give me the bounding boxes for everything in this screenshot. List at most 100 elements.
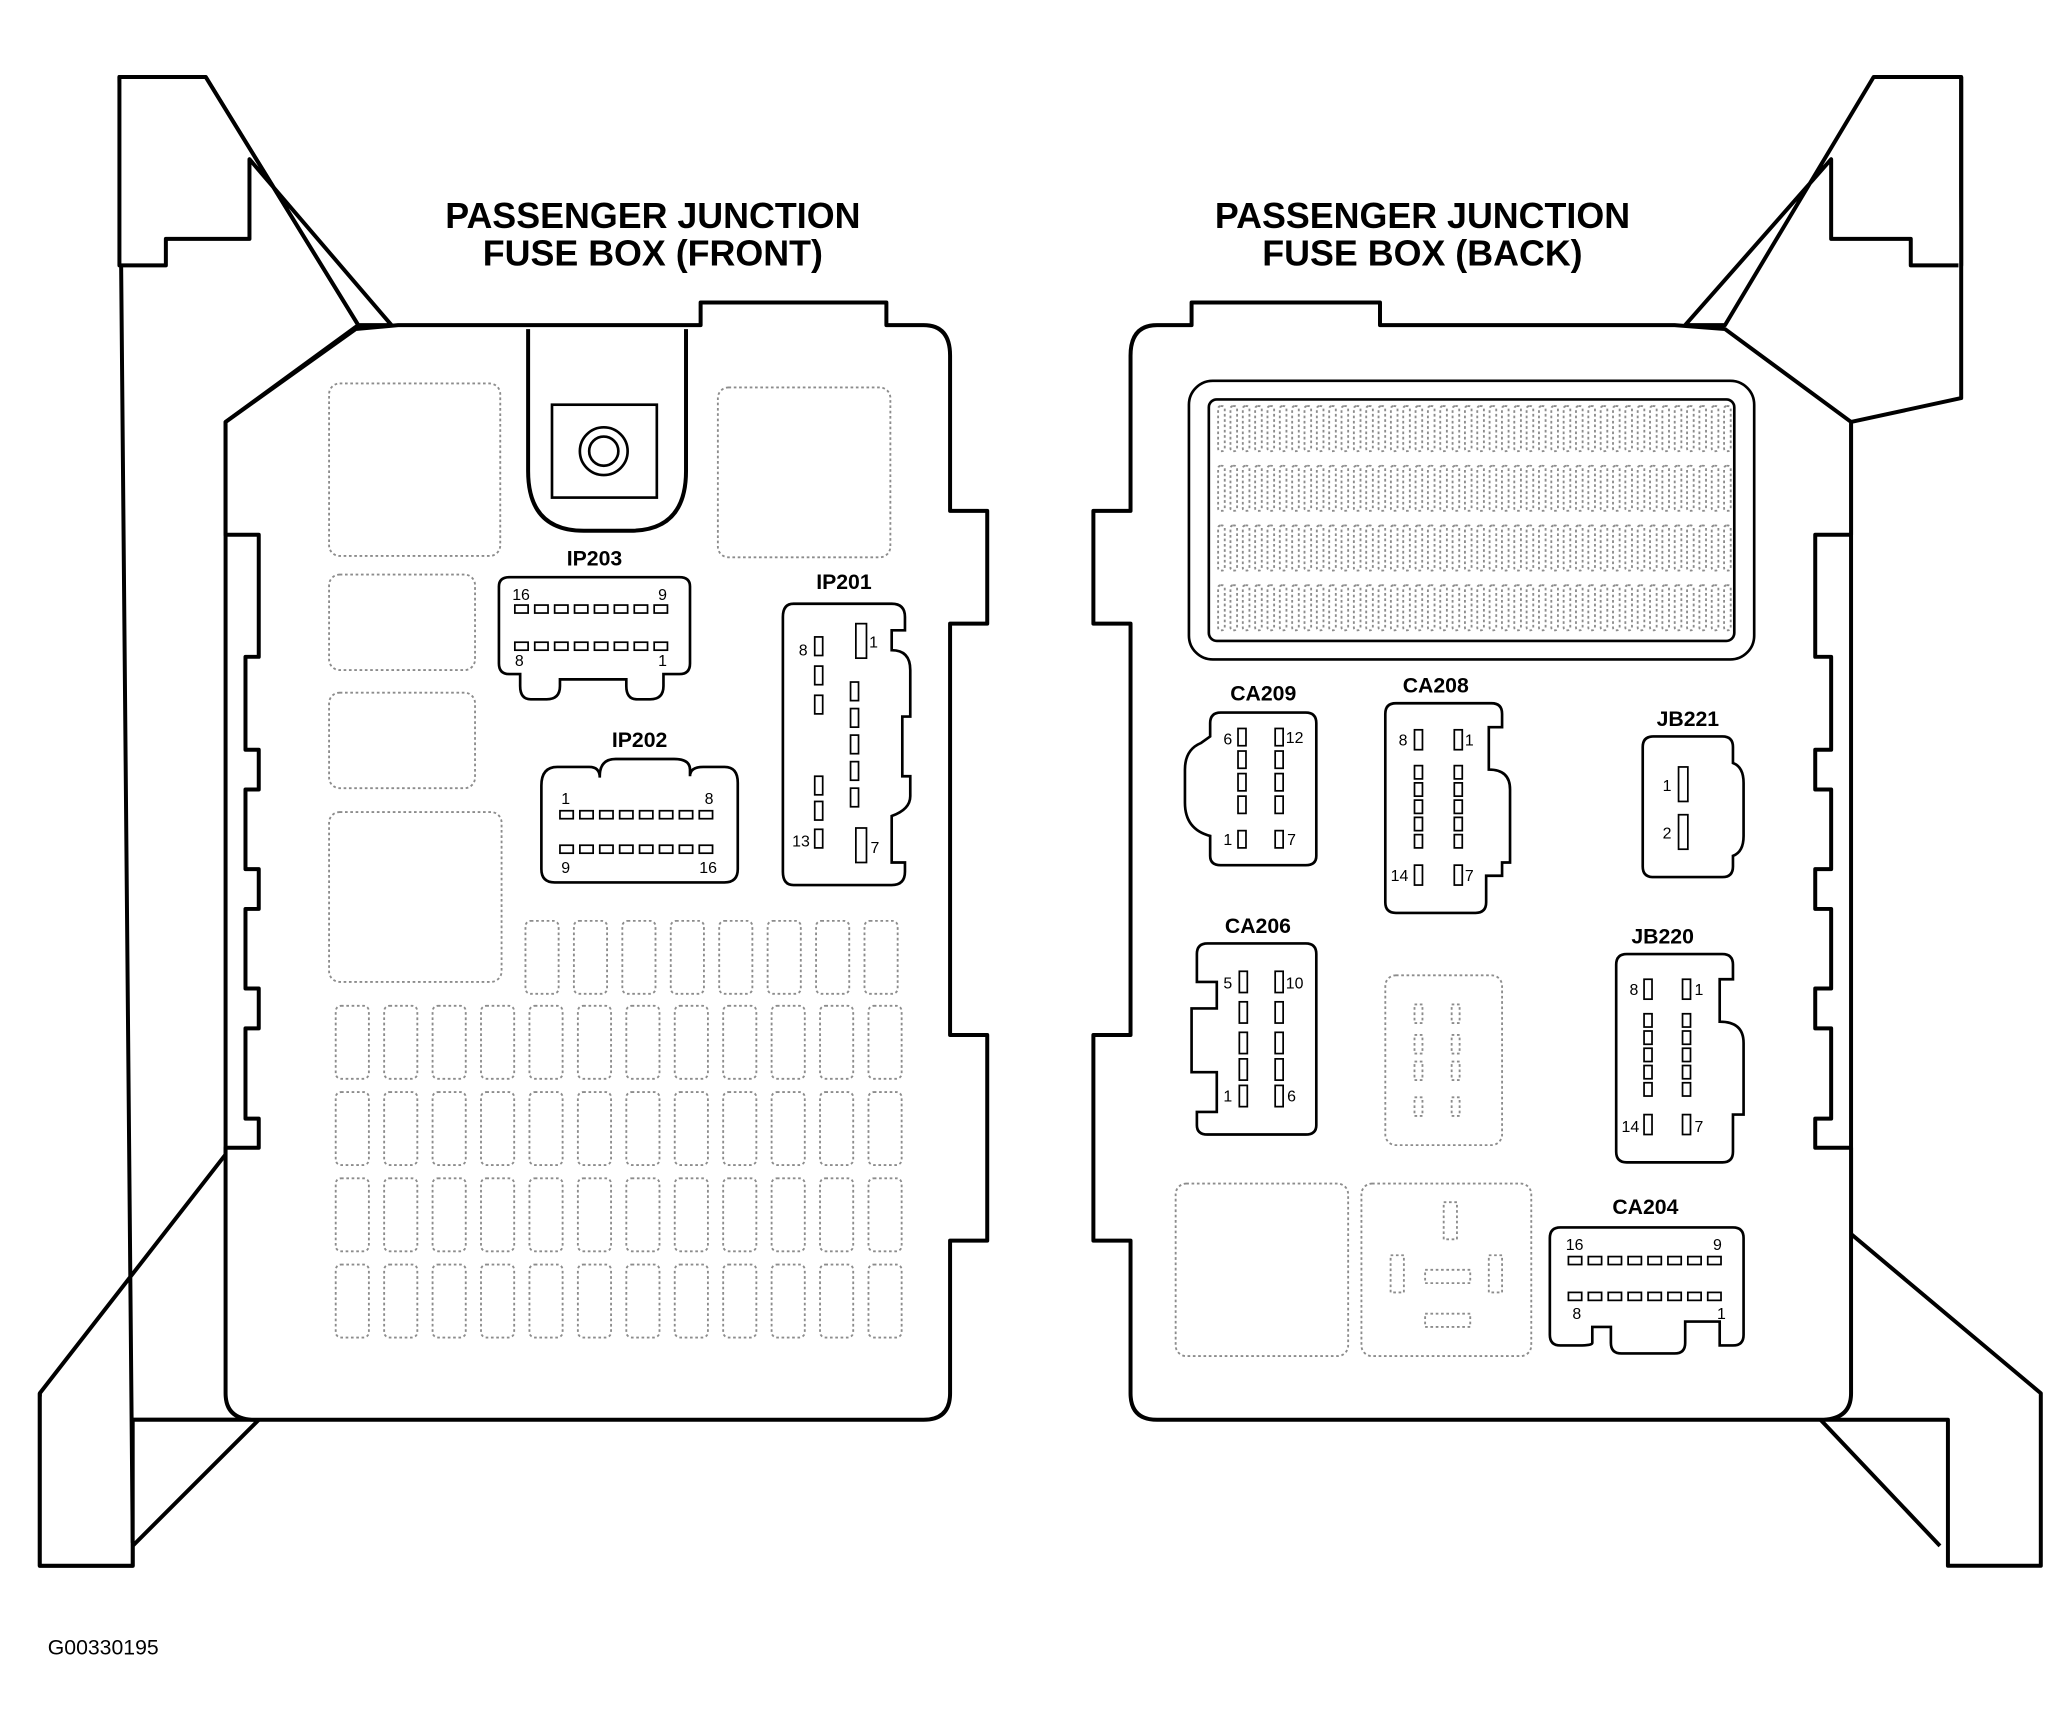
- fuse-array-cell: [1686, 584, 1695, 632]
- fuse-array-cell: [1710, 464, 1720, 512]
- fuse-array-cell: [1463, 584, 1473, 632]
- fuse-array-cell: [1340, 524, 1350, 572]
- fuse-array-cell: [1587, 405, 1596, 453]
- front-relay-slot: [328, 691, 476, 790]
- pin-number: 1: [561, 791, 570, 808]
- pin-number: 7: [1465, 868, 1474, 885]
- fuse-slot: [625, 1263, 661, 1339]
- connector-jb220: JB220 8 1 14 7: [1614, 925, 1745, 1164]
- fuse-slot: [819, 1263, 855, 1339]
- fuse-array-cell: [1599, 464, 1609, 512]
- pin-number: 14: [1391, 868, 1409, 885]
- fuse-array-cell: [1612, 584, 1621, 632]
- fuse-array-cell: [1476, 405, 1485, 453]
- fuse-array-cell: [1463, 405, 1473, 453]
- fuse-array-cell: [1723, 524, 1732, 572]
- fuse-array-cell: [1229, 524, 1239, 572]
- fuse-array-cell: [1525, 405, 1535, 453]
- connector-label: JB220: [1631, 925, 1694, 948]
- back-fuse-array-cells: [1217, 405, 1732, 632]
- back-fuse-array: [1207, 398, 1736, 643]
- fuse-array-cell: [1291, 464, 1300, 512]
- fuse-slot: [770, 1091, 806, 1166]
- fuse-array-cell: [1254, 524, 1263, 572]
- fuse-array-cell: [1414, 464, 1424, 512]
- fuse-slot: [480, 1004, 516, 1080]
- connector-label: IP201: [816, 571, 872, 594]
- fuse-array-cell: [1649, 524, 1658, 572]
- fuse-array-cell: [1426, 405, 1436, 453]
- fuse-array-cell: [1575, 405, 1584, 453]
- fuse-array-cell: [1501, 405, 1510, 453]
- fuse-array-cell: [1439, 464, 1448, 512]
- fuse-array-cell: [1636, 405, 1646, 453]
- back-faint-connector-terminals: [1413, 1003, 1461, 1117]
- fuse-array-cell: [1599, 584, 1609, 632]
- fuse-array-cell: [1513, 524, 1522, 572]
- fuse-array-cell: [1389, 405, 1399, 453]
- fuse-array-cell: [1698, 405, 1707, 453]
- fuse-array-cell: [1476, 584, 1485, 632]
- fuse-array-cell: [1624, 464, 1633, 512]
- fuse-slot: [867, 1091, 903, 1166]
- pin-number: 8: [515, 653, 524, 670]
- fuse-array-cell: [1402, 524, 1411, 572]
- connector-jb221: JB221 1 2: [1641, 708, 1745, 879]
- fuse-slot: [867, 1177, 903, 1253]
- connector-ca206: CA206 5 10 1 6: [1190, 915, 1318, 1136]
- connector-ip203: IP203 16 9 8 1: [497, 547, 692, 701]
- pin-number: 13: [792, 834, 810, 851]
- pin-number: 1: [1465, 733, 1474, 750]
- fuse-array-cell: [1538, 524, 1547, 572]
- fuse-array-cell: [1698, 524, 1707, 572]
- fuse-array-cell: [1340, 464, 1350, 512]
- fuse-array-cell: [1599, 405, 1609, 453]
- fuse-array-cell: [1266, 584, 1276, 632]
- fuse-array-cell: [1241, 524, 1251, 572]
- fuse-slot: [766, 919, 802, 995]
- fuse-array-cell: [1389, 524, 1399, 572]
- fuse-slot: [770, 1004, 806, 1080]
- fuse-slot: [480, 1263, 516, 1339]
- pin-number: 1: [1663, 778, 1672, 795]
- fuse-slot: [431, 1091, 467, 1166]
- pin-number: 1: [1717, 1306, 1726, 1323]
- fuse-array-cell: [1254, 464, 1263, 512]
- fuse-array-cell: [1513, 405, 1522, 453]
- pin-number: 7: [1287, 832, 1296, 849]
- fuse-array-cell: [1229, 405, 1239, 453]
- fuse-array-cell: [1476, 524, 1485, 572]
- fuse-slot: [867, 1004, 903, 1080]
- fuse-array-cell: [1303, 464, 1313, 512]
- connector-label: CA209: [1230, 683, 1296, 706]
- fuse-array-cell: [1365, 405, 1374, 453]
- fuse-array-cell: [1513, 584, 1522, 632]
- fuse-slot: [673, 1004, 709, 1080]
- front-relay-slot: [328, 811, 503, 983]
- fuse-array-cell: [1278, 405, 1288, 453]
- connector-label: IP203: [567, 547, 623, 570]
- fuse-array-cell: [1365, 584, 1374, 632]
- fuse-array-cell: [1525, 464, 1535, 512]
- pin-number: 8: [1572, 1306, 1581, 1323]
- front-bracket-arm: [117, 74, 394, 328]
- fuse-array-cell: [1525, 584, 1535, 632]
- fuse-array-cell: [1636, 464, 1646, 512]
- fuse-array-cell: [1562, 464, 1572, 512]
- fuse-array-cell: [1710, 584, 1720, 632]
- fuse-slot: [673, 1177, 709, 1253]
- back-relay-slot: [1360, 1182, 1533, 1358]
- fuse-slot: [431, 1004, 467, 1080]
- fuse-array-cell: [1241, 464, 1251, 512]
- front-fuse-grid: [334, 919, 903, 1339]
- fuse-array-cell: [1636, 584, 1646, 632]
- fuse-array-cell: [1550, 524, 1559, 572]
- fuse-array-cell: [1414, 584, 1424, 632]
- fuse-array-cell: [1550, 464, 1559, 512]
- fuse-slot: [576, 1263, 612, 1339]
- fuse-slot: [819, 1177, 855, 1253]
- connector-label: CA204: [1612, 1196, 1678, 1219]
- fuse-array-cell: [1377, 405, 1387, 453]
- fuse-array-cell: [1710, 405, 1720, 453]
